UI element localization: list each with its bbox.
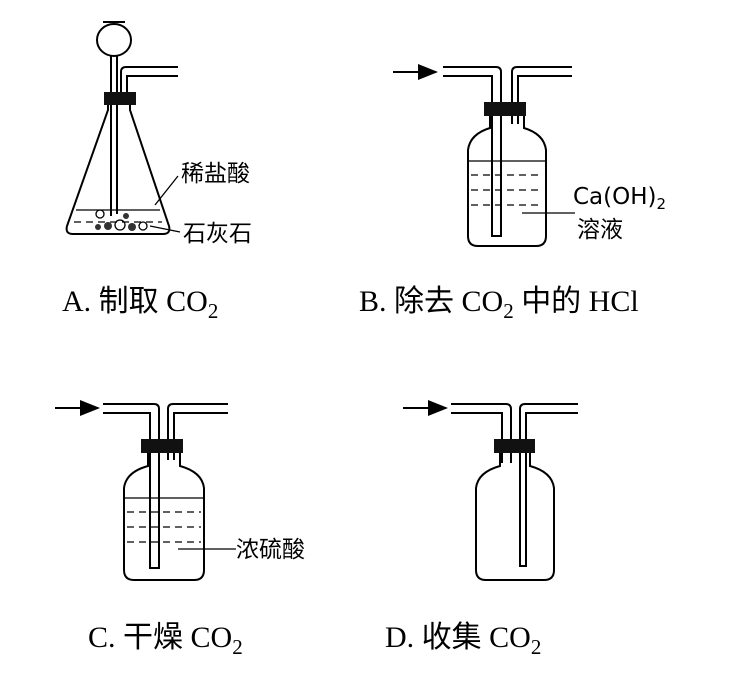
panel-d-apparatus [403,400,578,581]
caption-d: D. 收集 CO2 [385,621,541,659]
caption-a: A. 制取 CO2 [62,285,218,323]
caption-b: B. 除去 CO2 中的 HCl [359,285,639,323]
stopper-d [494,439,535,453]
leader-solid [149,225,181,233]
tubes-b [443,66,572,108]
inner-tube-b [491,116,502,237]
funnel-bulb [96,23,132,57]
inner-tube-c [149,453,160,569]
limestone-pieces [95,209,148,231]
delivery-tube-a [120,66,178,92]
funnel-stem [110,56,118,216]
tubes-d [451,403,578,442]
stopper-b [484,102,526,116]
liquid-dash-c [127,511,201,543]
label-caoh2: Ca(OH)2 [573,184,666,213]
panel-a-apparatus: 稀盐酸 石灰石 [65,21,252,247]
stopper-c [141,439,183,453]
conical-flask [65,105,171,235]
label-limestone: 石灰石 [183,221,252,247]
liquid-dash-b [471,174,543,206]
panel-b-apparatus: Ca(OH)2 溶液 [393,64,666,247]
outlet-tube-d [519,453,527,567]
stopper-a [104,92,136,105]
bottle-c [123,453,205,581]
label-solution: 溶液 [577,217,623,243]
bottle-d [475,453,555,581]
panel-c-apparatus: 浓硫酸 [55,400,305,581]
label-conc-h2so4: 浓硫酸 [236,537,305,563]
label-acid: 稀盐酸 [181,161,250,187]
tube-b-outlet [511,116,519,124]
caption-c: C. 干燥 CO2 [88,621,243,659]
leader-acid [154,175,179,206]
inner-tube-d [501,453,512,463]
bottle-b [467,116,547,247]
tube-c-outlet [167,453,175,460]
tubes-c [103,403,228,442]
